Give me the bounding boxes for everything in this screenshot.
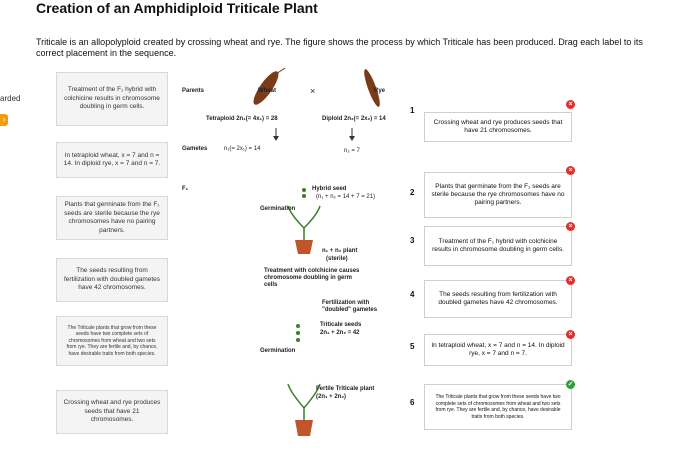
rye-gamete-label: n₂ = 7	[344, 148, 360, 154]
triticale-figure: Parents Wheat × Rye Tetraploid 2n₁(= 4x₁…	[176, 68, 422, 454]
incorrect-icon: ×	[566, 276, 575, 285]
gametes-label: Gametes	[182, 146, 208, 152]
triticale-seed-dot	[296, 338, 300, 342]
cross-symbol: ×	[310, 86, 316, 96]
hybrid-seed-dot	[302, 188, 306, 192]
triticale-seed-dot	[296, 331, 300, 335]
bank-label-ploidy[interactable]: In tetraploid wheat, x = 7 and n = 14. I…	[56, 142, 168, 178]
triticale-seed-dot	[296, 324, 300, 328]
step-number: 5	[410, 342, 415, 351]
drop-slot-4[interactable]: The seeds resulting from fertilization w…	[424, 280, 572, 318]
pot-icon	[295, 420, 313, 436]
step-number: 1	[410, 106, 415, 115]
germination2-label: Germination	[260, 348, 296, 354]
wheat-label: Wheat	[258, 88, 276, 94]
incorrect-icon: ×	[566, 166, 575, 175]
colchicine-label: Treatment with colchicine causes chromos…	[264, 268, 360, 288]
step-number: 3	[410, 236, 415, 245]
figure-drawing	[253, 68, 380, 436]
fertile-formula: (2n₁ + 2n₂)	[316, 394, 346, 400]
germination-label: Germination	[260, 206, 296, 212]
fertilization-label: Fertilization with "doubled" gametes	[322, 300, 378, 313]
wheat-head-icon	[253, 71, 279, 105]
flag-icon: ›	[0, 114, 8, 126]
bank-label-crossing[interactable]: Crossing wheat and rye produces seeds th…	[56, 390, 168, 434]
wheat-gamete-label: n₁(= 2x₁) = 14	[224, 146, 261, 152]
incorrect-icon: ×	[566, 222, 575, 231]
drop-slot-1[interactable]: Crossing wheat and rye produces seeds th…	[424, 112, 572, 142]
drop-slot-5[interactable]: In tetraploid wheat, x = 7 and n = 14. I…	[424, 334, 572, 366]
pot-icon	[295, 240, 313, 254]
incorrect-icon: ×	[566, 330, 575, 339]
diploid-label: Diploid 2n₂(= 2x₂) = 14	[322, 116, 386, 122]
rye-head-icon	[364, 69, 380, 107]
triticale-formula: 2n₁ + 2n₂ = 42	[320, 330, 360, 336]
bank-label-42-chromosomes[interactable]: The seeds resulting from fertilization w…	[56, 258, 168, 302]
bank-label-colchicine[interactable]: Treatment of the F₁ hybrid with colchici…	[56, 72, 168, 126]
page-title: Creation of an Amphidiploid Triticale Pl…	[36, 0, 318, 16]
step-number: 2	[410, 188, 415, 197]
fertile-plant-icon	[287, 383, 321, 420]
drop-slot-2[interactable]: Plants that germinate from the F₁ seeds …	[424, 172, 572, 218]
sidebar-tab[interactable]: arded ›	[0, 90, 20, 150]
incorrect-icon: ×	[566, 100, 575, 109]
drop-slot-6[interactable]: The Triticale plants that grow from thes…	[424, 384, 572, 430]
sterile-plant-label: n₁ + n₂ plant	[322, 248, 358, 254]
bank-label-sterile[interactable]: Plants that germinate from the F₁ seeds …	[56, 196, 168, 240]
sterile-plant-icon	[287, 205, 321, 240]
wheat-stem	[275, 68, 286, 75]
step-number: 4	[410, 290, 415, 299]
drop-slot-3[interactable]: Treatment of the F₁ hybrid with colchici…	[424, 226, 572, 266]
step-number: 6	[410, 398, 415, 407]
arrowhead-wheat	[273, 136, 279, 141]
hybrid-seed-label: Hybrid seed	[312, 186, 347, 192]
correct-icon: ✓	[566, 380, 575, 389]
instructions: Triticale is an allopolyploid created by…	[36, 37, 643, 58]
arrowhead-rye	[349, 136, 355, 141]
sidebar-label: arded	[0, 94, 21, 103]
hybrid-seed-dot	[302, 194, 306, 198]
tetraploid-label: Tetraploid 2n₁(= 4x₁) = 28	[206, 116, 278, 122]
triticale-seeds-label: Triticale seeds	[320, 322, 362, 328]
fertile-plant-label: Fertile Triticale plant	[316, 386, 375, 392]
sterile-label: (sterile)	[326, 256, 348, 262]
f1-label: F₁	[182, 186, 189, 192]
rye-label: Rye	[374, 88, 386, 94]
bank-label-fertile[interactable]: The Triticale plants that grow from thes…	[56, 316, 168, 366]
parents-label: Parents	[182, 88, 205, 94]
hybrid-formula: (n₁ + n₂ = 14 + 7 = 21)	[316, 194, 376, 200]
